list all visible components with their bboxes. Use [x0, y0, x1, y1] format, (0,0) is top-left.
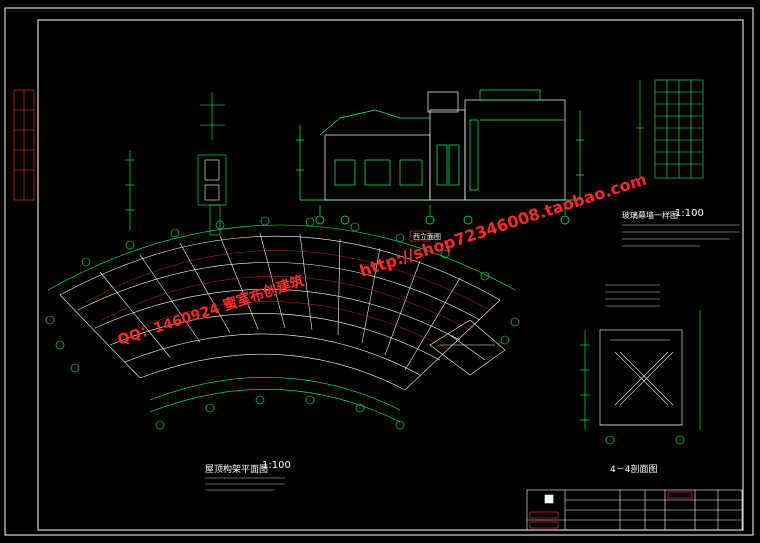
- elevation-title: 西立面图: [413, 233, 441, 241]
- west-elevation: [296, 89, 584, 225]
- sheet-inner-frame: [37, 19, 744, 531]
- curtain-wall-grid: [636, 79, 704, 179]
- stair-tower-plan: [429, 317, 520, 376]
- roof-plan-green-dims: [45, 216, 516, 430]
- section-4-4: [599, 329, 683, 426]
- roof-plan-notes: [205, 477, 285, 491]
- roof-plan-title: 屋顶构架平面图: [205, 465, 269, 475]
- curtain-wall-scale: 1:100: [675, 208, 704, 219]
- section-notes: [605, 284, 660, 307]
- stair-detail: [125, 92, 227, 236]
- sheet-outer-frame: [4, 7, 754, 536]
- curtain-wall-title: 玻璃幕墙一样图: [622, 211, 678, 220]
- binding-strip: [13, 89, 35, 201]
- curtain-wall-notes: [622, 224, 740, 247]
- section-title: 4－4剖面图: [610, 465, 658, 475]
- title-block-red: [529, 491, 693, 529]
- roof-frame-plan: [59, 232, 501, 391]
- roof-plan-scale: 1:100: [262, 460, 291, 471]
- title-block: [526, 489, 743, 531]
- roof-plan-red-grid: [85, 250, 491, 351]
- elevation-title-box: [409, 230, 431, 242]
- section-dims: [580, 310, 701, 445]
